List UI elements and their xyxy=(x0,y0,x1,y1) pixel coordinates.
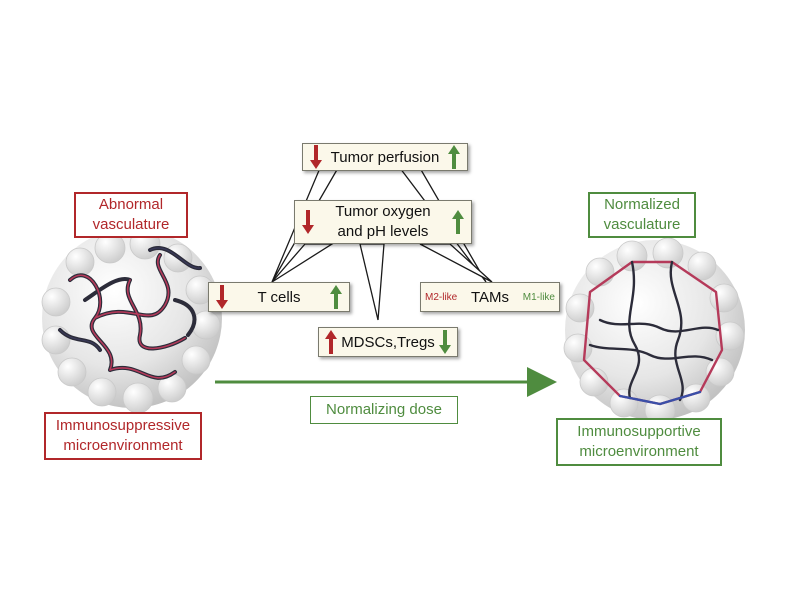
abnormal-tumor xyxy=(41,228,222,414)
down-red-arrow-icon xyxy=(310,145,322,169)
tumor-perfusion-box: Tumor perfusion xyxy=(302,143,468,171)
m1-like-text: M1-like xyxy=(522,291,555,303)
up-red-arrow-icon xyxy=(325,330,337,354)
mdscs-text: MDSCs,Tregs xyxy=(341,333,435,351)
immunosupportive-label: Immunosupportive microenvironment xyxy=(556,418,722,466)
immunosupportive-line2: microenvironment xyxy=(579,443,699,460)
oxygen-line2: and pH levels xyxy=(337,223,429,240)
immunosuppressive-line2: microenvironment xyxy=(63,437,183,454)
normalizing-dose-label: Normalizing dose xyxy=(310,396,458,424)
tams-text: TAMs xyxy=(470,288,510,306)
up-green-arrow-icon xyxy=(448,145,460,169)
up-green-arrow-icon xyxy=(329,285,342,309)
immunosuppressive-line1: Immunosuppressive xyxy=(55,417,191,434)
immunosupportive-line1: Immunosupportive xyxy=(577,423,701,440)
oxygen-text-group: Tumor oxygen and pH levels xyxy=(335,202,430,242)
normalized-vasculature-label: Normalized vasculature xyxy=(588,192,696,238)
mdscs-tregs-box: MDSCs,Tregs xyxy=(318,327,458,357)
perfusion-text: Tumor perfusion xyxy=(330,148,440,166)
normalized-tumor xyxy=(563,237,745,426)
connector-oxygen-tcells xyxy=(271,243,335,283)
connector-oxygen-mdscs xyxy=(359,243,385,321)
immunosuppressive-label: Immunosuppressive microenvironment xyxy=(44,412,202,460)
abnormal-title-line1: Abnormal xyxy=(98,196,164,213)
down-green-arrow-icon xyxy=(439,330,451,354)
down-red-arrow-icon xyxy=(302,210,314,234)
t-cells-box: T cells xyxy=(208,282,350,312)
tams-box: M2-like TAMs M1-like xyxy=(420,282,560,312)
abnormal-vasculature-label: Abnormal vasculature xyxy=(74,192,188,238)
abnormal-title-line2: vasculature xyxy=(92,216,170,233)
tumor-oxygen-box: Tumor oxygen and pH levels xyxy=(294,200,472,244)
normalized-title-line1: Normalized xyxy=(604,196,680,213)
down-red-arrow-icon xyxy=(216,285,228,309)
connector-oxygen-tams xyxy=(419,243,493,283)
m2-like-text: M2-like xyxy=(425,291,458,303)
oxygen-line1: Tumor oxygen xyxy=(335,203,431,220)
normalized-title-line2: vasculature xyxy=(603,216,681,233)
up-green-arrow-icon xyxy=(451,210,464,234)
normalizing-dose-text: Normalizing dose xyxy=(326,401,442,418)
t-cells-text: T cells xyxy=(257,288,301,306)
